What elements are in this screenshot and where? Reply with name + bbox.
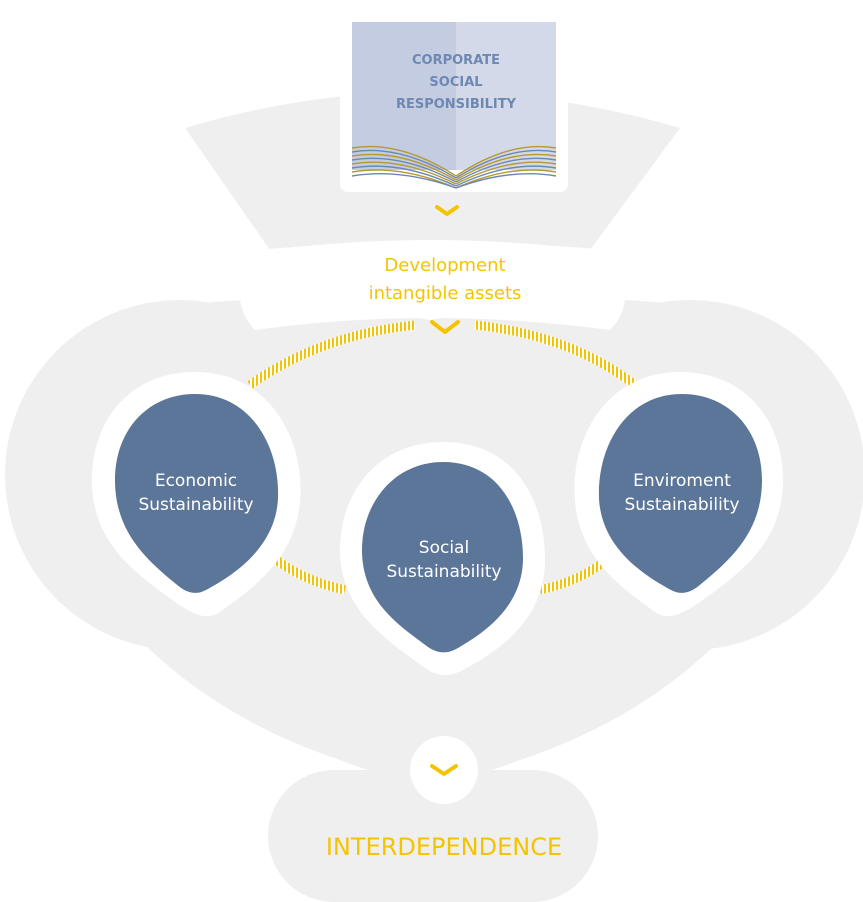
book-title-line-1: CORPORATE <box>412 53 500 68</box>
pin-economic: Economic Sustainability <box>92 372 301 617</box>
pin-environment-line-2: Sustainability <box>624 495 739 515</box>
pin-economic-line-2: Sustainability <box>138 495 253 515</box>
pin-economic-line-1: Economic <box>155 471 237 491</box>
book-page-edges <box>351 145 557 189</box>
chevron-down-icon <box>430 764 458 776</box>
interdependence-label: INTERDEPENDENCE <box>326 833 562 861</box>
pin-environment-shape <box>598 394 762 593</box>
pin-environment-line-1: Enviroment <box>633 471 731 491</box>
arc-top-right <box>474 320 638 389</box>
development-label-line-2: intangible assets <box>369 283 522 304</box>
chevron-down-icon <box>435 205 459 216</box>
csr-book: CORPORATE SOCIAL RESPONSIBILITY <box>340 10 568 192</box>
pin-social-line-1: Social <box>419 538 469 558</box>
pin-social: Social Sustainability <box>340 442 545 676</box>
development-label-line-1: Development <box>384 255 505 276</box>
pin-social-shape <box>362 462 523 653</box>
book-title-line-2: SOCIAL <box>429 75 482 90</box>
bottom-chevron-circle <box>410 736 478 804</box>
book-title-line-3: RESPONSIBILITY <box>396 97 517 112</box>
pin-economic-shape <box>115 394 279 593</box>
bottom-pill <box>268 770 598 902</box>
pin-environment: Enviroment Sustainability <box>574 372 783 617</box>
book-right-page <box>456 22 556 170</box>
arc-top-left <box>247 320 416 389</box>
upper-white-gap <box>240 242 625 330</box>
pin-social-line-2: Sustainability <box>386 562 501 582</box>
book-left-page <box>352 22 456 170</box>
chevron-down-icon <box>430 320 460 334</box>
